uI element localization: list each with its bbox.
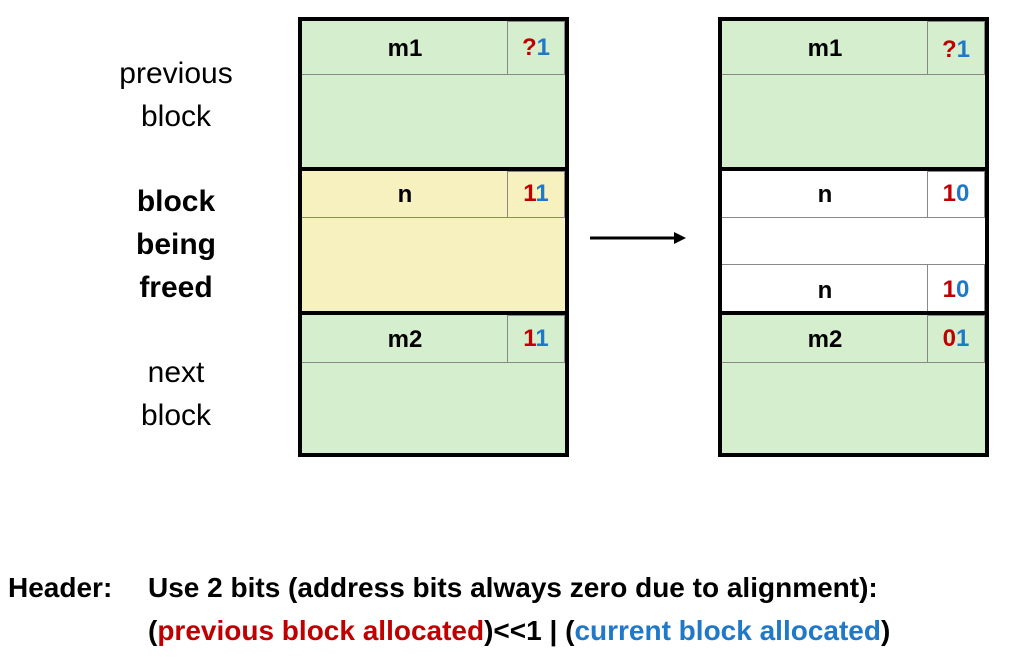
prev-alloc-bit: 0 <box>942 325 956 352</box>
open-paren: ( <box>148 615 158 646</box>
before-n-header-line <box>302 217 508 218</box>
header-label: Header: <box>8 572 113 603</box>
cur-alloc-bit: 0 <box>956 276 970 303</box>
before-n-bits: 11 <box>507 180 565 208</box>
after-m2-header-line <box>722 362 928 363</box>
after-divider-2 <box>722 311 985 315</box>
after-m2-bits: 01 <box>927 325 985 353</box>
after-n-header-name: n <box>817 181 833 208</box>
before-next-block <box>302 315 565 453</box>
after-n-footer-bits: 10 <box>927 276 985 304</box>
after-m1-header-line <box>722 74 928 75</box>
after-n-footer-line <box>722 264 985 265</box>
after-m1-name: m1 <box>807 35 843 62</box>
cur-alloc-bit: 1 <box>536 34 551 61</box>
after-next-block <box>722 315 985 453</box>
after-m2-name: m2 <box>807 326 843 353</box>
shift-or-text: )<<1 | ( <box>484 615 575 646</box>
before-m1-name: m1 <box>387 35 423 62</box>
caption-line-1: Header: Use 2 bits (address bits always … <box>8 572 878 604</box>
caption-line-2: (previous block allocated)<<1 | (current… <box>148 615 890 647</box>
prev-alloc-bit: 1 <box>523 180 536 207</box>
before-freed-block <box>302 171 565 312</box>
before-m1-bits: ?1 <box>507 34 565 62</box>
before-m2-header-line <box>302 362 508 363</box>
prev-alloc-bit: 1 <box>523 325 536 352</box>
after-m2-bitbox <box>927 315 985 363</box>
before-n-name: n <box>397 181 413 208</box>
after-m1-bitbox <box>927 21 985 75</box>
prev-alloc-bit: ? <box>521 34 537 61</box>
before-divider-1 <box>302 167 565 171</box>
after-heap-column: m1 ?1 n 10 n 10 m2 01 <box>718 17 989 457</box>
cur-alloc-bit: 1 <box>956 325 970 352</box>
cur-alloc-bit: 0 <box>956 180 970 207</box>
after-n-header-bitbox <box>927 171 985 218</box>
prev-alloc-bit: 1 <box>942 276 956 303</box>
cur-alloc-bit: 1 <box>956 36 971 63</box>
prev-alloc-bit: ? <box>941 36 957 63</box>
previous-block-label: previous block <box>119 57 233 133</box>
before-m2-name: m2 <box>387 326 423 353</box>
before-previous-block <box>302 21 565 168</box>
after-divider-1 <box>722 167 985 171</box>
after-freed-block <box>722 171 985 312</box>
after-n-header-bits: 10 <box>927 180 985 208</box>
cur-allocated-text: current block allocated <box>574 615 881 646</box>
transition-arrow <box>590 232 686 244</box>
prev-alloc-bit: 1 <box>942 180 956 207</box>
cur-alloc-bit: 1 <box>535 325 549 352</box>
before-m1-bitbox <box>507 21 565 75</box>
before-divider-2 <box>302 311 565 315</box>
before-heap-column: m1 ?1 n 11 m2 11 <box>298 17 569 457</box>
after-m1-bits: ?1 <box>927 36 985 64</box>
before-m2-bits: 11 <box>507 325 565 353</box>
before-m1-header-line <box>302 74 508 75</box>
close-paren: ) <box>880 615 891 646</box>
before-n-bitbox <box>507 171 565 218</box>
next-block-label: next block <box>140 356 212 432</box>
after-n-header-line <box>722 217 985 218</box>
after-previous-block <box>722 21 985 168</box>
block-being-freed-label: block being freed <box>136 185 216 304</box>
caption-line-1-text: Use 2 bits (address bits always zero due… <box>148 572 878 603</box>
prev-allocated-text: previous block allocated <box>157 615 485 646</box>
cur-alloc-bit: 1 <box>535 180 549 207</box>
after-n-footer-name: n <box>817 277 833 304</box>
before-m2-bitbox <box>507 315 565 363</box>
